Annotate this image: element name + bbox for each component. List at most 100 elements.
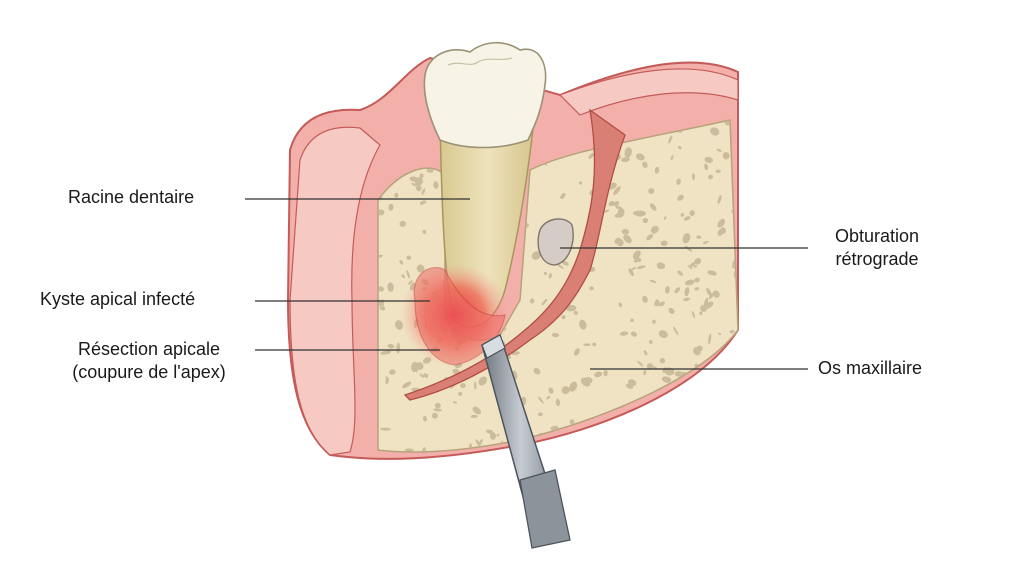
bone-pore [708,293,714,300]
bone-pore [623,234,632,244]
bone-pore [663,215,667,221]
bone-pore [649,340,653,344]
bone-pore [478,376,488,386]
bone-pore [676,401,685,410]
bone-pore [660,240,668,247]
bone-pore [706,288,712,297]
bone-pore [424,373,429,378]
bone-pore [421,188,426,195]
bone-pore [554,455,563,464]
bone-pore [689,210,695,217]
bone-pore [717,228,725,236]
bone-pore [645,451,653,452]
bone-pore [452,401,458,404]
bone-pore [554,443,559,448]
bone-pore [533,367,541,375]
bone-pore [733,398,738,406]
bone-pore [593,431,599,437]
bone-pore [561,315,566,320]
bone-pore [677,194,684,201]
bone-pore [394,192,399,198]
bone-pore [703,390,708,395]
bone-pore [717,390,723,396]
bone-pore [388,203,394,211]
label-obturation-line2: rétrograde [835,249,919,269]
bone-pore [680,212,684,217]
bone-pore [422,415,428,422]
bone-pore [387,282,394,292]
bone-pore [691,311,696,319]
bone-pore [378,254,383,259]
bone-pore [724,430,732,440]
bone-pore [642,217,649,224]
bone-pore [689,262,696,267]
bone-pore [603,209,610,213]
bone-pore [407,280,413,285]
bone-pore [531,251,541,260]
bone-pore [686,393,690,396]
bone-pore [624,147,632,158]
bone-pore [409,176,419,182]
bone-pore [694,286,700,291]
bone-pore [648,188,655,194]
bone-pore [389,369,396,375]
bone-pore [426,169,432,173]
bone-pore [529,298,535,304]
bone-pore [573,348,580,356]
bone-pore [682,233,691,244]
bone-pore [548,273,552,279]
label-racine-dentaire: Racine dentaire [68,186,194,209]
bone-pore [431,412,438,419]
surgical-instrument [481,333,571,549]
infected-cyst [400,263,510,367]
bone-pore [618,302,623,308]
retrograde-filling [537,218,574,266]
bone-pore [658,330,668,339]
bone-pore [433,408,442,412]
bone-pore [422,373,426,378]
bone-pore [709,441,713,451]
bone-pore [635,153,645,161]
bone-pore [689,396,697,404]
bone-pore [399,259,404,265]
bone-pore [603,370,608,377]
bone-pore [630,318,634,323]
bone-pore [653,445,660,452]
bone-pore [642,295,648,303]
bone-pore [694,363,699,368]
bone-pore [646,363,653,370]
label-kyste-apical: Kyste apical infecté [40,288,195,311]
bone-pore [659,301,665,307]
bone-pore [632,210,644,216]
bone-pore [546,395,551,400]
bone-pore [642,161,648,168]
bone-pore [387,343,395,349]
bone-pore [537,412,543,417]
bone-pore [401,274,405,279]
bone-pore [734,341,738,347]
bone-pore [636,265,646,270]
bone-pore [592,342,597,347]
bone-pore [670,155,674,161]
bone-pore [712,290,720,298]
bone-pore [583,343,591,347]
bone-pore [617,208,625,218]
label-os-text: Os maxillaire [818,358,923,378]
bone-pore [419,373,424,378]
bone-pore [710,127,720,136]
bone-pore [668,307,675,314]
bone-pore [673,326,679,336]
bone-pore [433,181,439,189]
bone-pore [683,216,691,221]
bone-pore [656,262,666,270]
bone-pore [663,441,670,452]
bone-pore [569,419,575,425]
bone-pore [421,447,426,452]
bone-pore [619,331,629,336]
bone-pore [378,286,384,292]
label-resection-apicale: Résection apicale (coupure de l'apex) [44,338,254,384]
bone-pore [643,350,648,356]
bone-pore [579,319,587,330]
label-racine-text: Racine dentaire [68,187,195,207]
